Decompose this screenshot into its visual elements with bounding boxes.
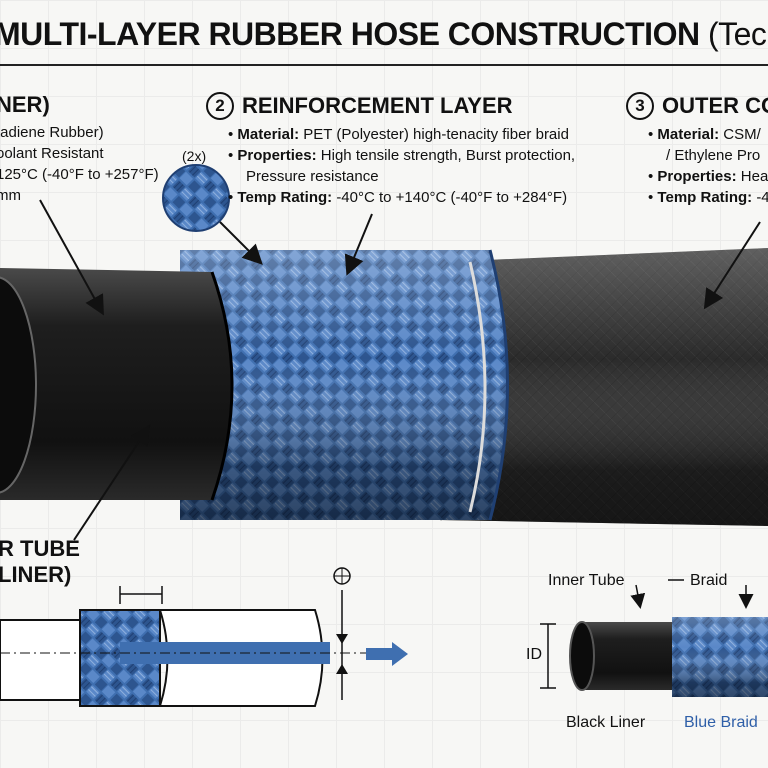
title-divider <box>0 64 768 66</box>
properties-value: High tensile strength, Burst protection, <box>320 147 576 164</box>
section-line: 125°C (-40°F to +257°F) <box>0 166 159 183</box>
properties-key: Properties: <box>237 147 317 164</box>
material-key: Material: <box>237 126 300 143</box>
temp-key: Temp Rating: <box>237 189 333 206</box>
properties-line: • Properties: High tensile strength, Bur… <box>228 147 576 164</box>
temp-value: -4 <box>756 189 768 206</box>
title-main: MULTI-LAYER RUBBER HOSE CONSTRUCTION <box>0 16 700 52</box>
pointer-arrows <box>39 199 761 541</box>
section-inner-liner: NER) tadiene Rubber) oolant Resistant 12… <box>0 92 159 206</box>
material-key: Material: <box>657 126 720 143</box>
section-line: tadiene Rubber) <box>0 124 104 141</box>
section-line: oolant Resistant <box>0 145 104 162</box>
properties-key: Properties: <box>657 168 737 185</box>
section-outer-cover: 3 OUTER CO • Material: CSM/ / Ethylene P… <box>626 92 768 208</box>
material-line: • Material: CSM/ <box>648 126 761 143</box>
section-heading: 3 OUTER CO <box>626 92 768 120</box>
outer-cover-arrow <box>703 221 761 310</box>
inner-tube-layer <box>0 268 234 501</box>
inner-tube-arrow <box>39 199 104 316</box>
liner-arrow <box>73 424 151 541</box>
outer-cover-layer <box>438 248 768 526</box>
properties-value: Hea <box>740 168 768 185</box>
inner-tube-callout: R TUBE LINER) <box>0 536 80 588</box>
callout-line-2: LINER) <box>0 562 72 587</box>
section-title: REINFORCEMENT LAYER <box>242 93 513 118</box>
material-value: CSM/ <box>723 126 761 143</box>
properties-line: • Properties: Hea <box>648 168 768 185</box>
temp-value: -40°C to +140°C (-40°F to +284°F) <box>336 189 568 206</box>
section-line: mm <box>0 187 21 204</box>
cross-section-drawing <box>0 567 408 707</box>
magnification-label: (2x) <box>182 148 207 164</box>
material-continued: / Ethylene Pro <box>666 147 761 164</box>
title-sub: (Tech <box>707 16 768 52</box>
reinforcement-braid-layer <box>180 249 509 521</box>
temp-line: • Temp Rating: -40°C to +140°C (-40°F to… <box>228 189 568 206</box>
material-line: • Material: PET (Polyester) high-tenacit… <box>228 126 569 143</box>
braid-label: Braid <box>690 572 728 589</box>
callout-line-1: R TUBE <box>0 536 80 561</box>
page-title: MULTI-LAYER RUBBER HOSE CONSTRUCTION (Te… <box>0 16 768 53</box>
section-title: OUTER CO <box>662 93 768 118</box>
section-heading: 2 REINFORCEMENT LAYER <box>206 92 575 120</box>
inner-tube-label: Inner Tube <box>548 572 625 589</box>
temp-line: • Temp Rating: -4 <box>648 189 768 206</box>
magnifier-arrow <box>219 221 263 265</box>
blue-braid-label: Blue Braid <box>684 714 758 731</box>
properties-continued: Pressure resistance <box>246 168 379 185</box>
id-label: ID <box>526 646 542 663</box>
material-value: PET (Polyester) high-tenacity fiber brai… <box>303 126 569 143</box>
temp-key: Temp Rating: <box>657 189 753 206</box>
braid-magnifier <box>162 164 230 232</box>
small-hose-drawing <box>540 579 768 697</box>
section-number: 3 <box>626 92 654 120</box>
section-number: 2 <box>206 92 234 120</box>
braid-arrow <box>344 213 373 276</box>
black-liner-label: Black Liner <box>566 714 646 731</box>
section-reinforcement: 2 REINFORCEMENT LAYER • Material: PET (P… <box>206 92 575 208</box>
section-heading: NER) <box>0 92 50 117</box>
